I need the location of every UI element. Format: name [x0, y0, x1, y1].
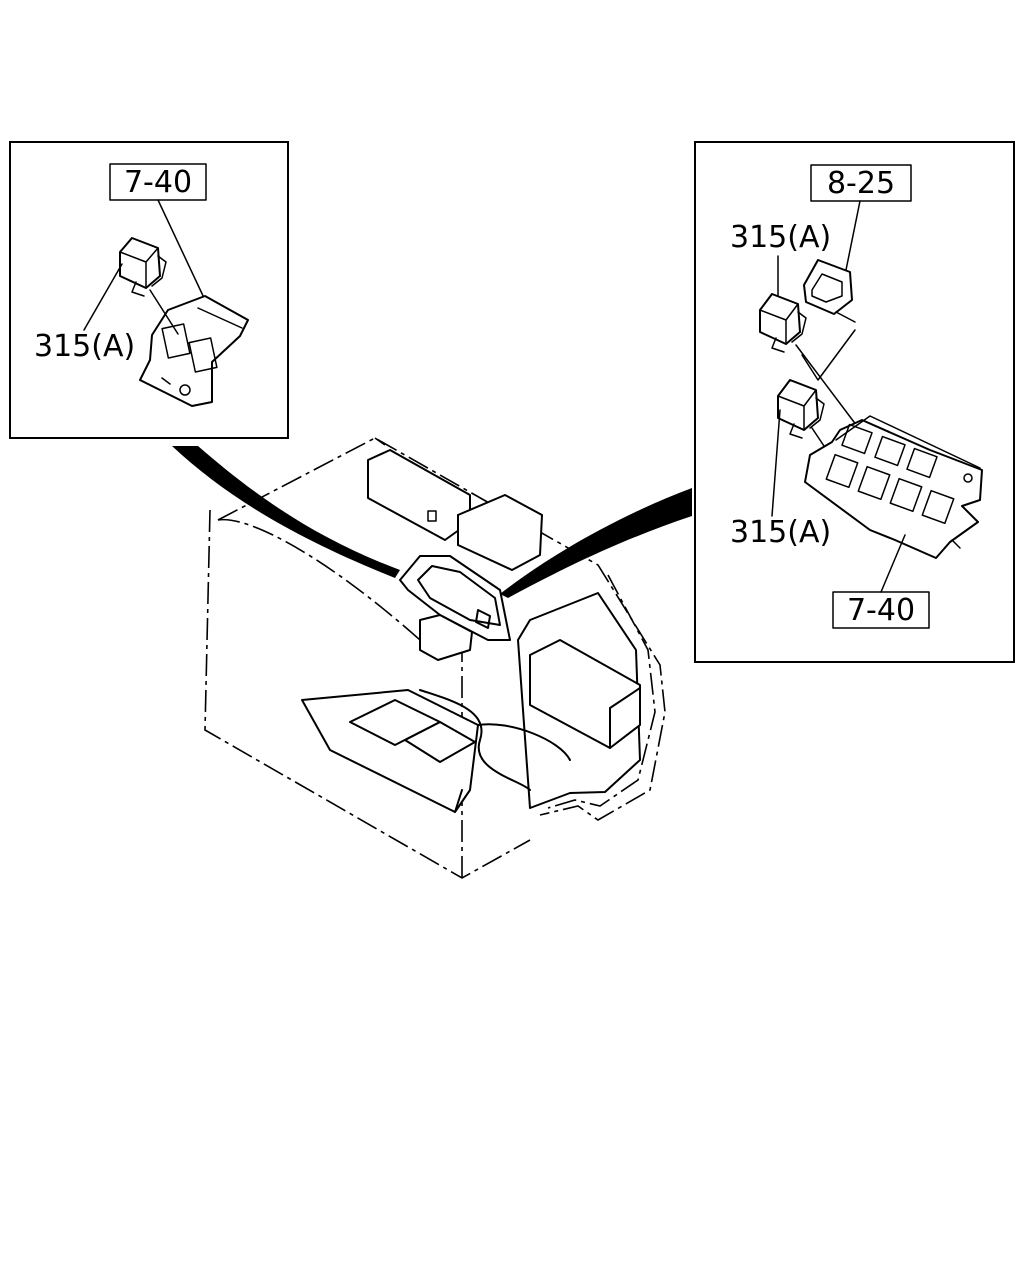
left-inset: 7-40 315(A) [9, 141, 289, 439]
left-part-label: 315(A) [34, 329, 135, 364]
right-bottom-part-label: 315(A) [730, 515, 831, 550]
left-ref-label: 7-40 [124, 165, 192, 200]
right-bottom-ref-label: 7-40 [847, 593, 915, 628]
vehicle-interior-view [204, 437, 666, 879]
right-top-ref-label: 8-25 [827, 166, 895, 201]
right-top-part-label: 315(A) [730, 220, 831, 255]
right-leader-wedge [500, 488, 692, 598]
left-leader-wedge [172, 446, 400, 578]
right-inset: 8-25 315(A) 315(A) [694, 141, 1015, 663]
